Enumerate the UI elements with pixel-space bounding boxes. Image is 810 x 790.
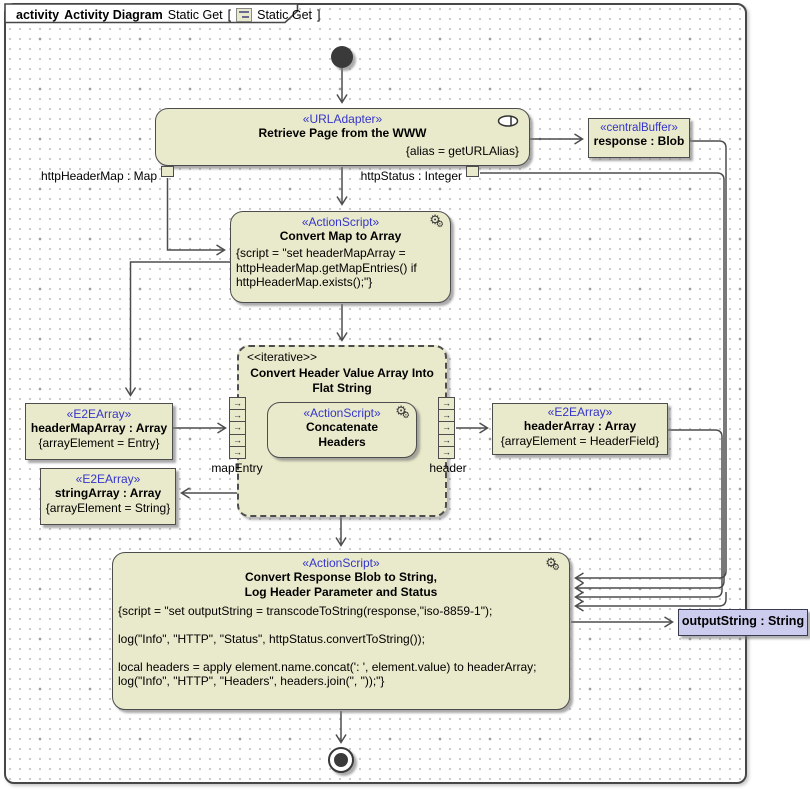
parameter-name: outputString : String xyxy=(681,614,805,628)
final-node-dot xyxy=(334,753,348,767)
expansion-cell: → xyxy=(233,446,242,457)
action-script: {script = "set outputString = transcodeT… xyxy=(118,604,537,688)
stereotype-label: «ActionScript» xyxy=(301,215,380,229)
expansion-cell: → xyxy=(442,446,451,457)
expansion-node-output[interactable]: → → → → → xyxy=(438,397,455,459)
object-headerarray[interactable]: «E2EArray» headerArray : Array {arrayEle… xyxy=(492,403,668,455)
action-name: Concatenate Headers xyxy=(305,420,379,449)
buffer-name: response : Blob xyxy=(593,134,685,148)
expansion-cell: → xyxy=(230,398,245,411)
gears-icon: ⚙⚙ xyxy=(545,555,560,572)
action-name: Convert Map to Array xyxy=(279,229,402,243)
region-name: Convert Header Value Array Into Flat Str… xyxy=(250,366,434,395)
object-name: headerMapArray : Array xyxy=(30,421,168,435)
tab-keyword: activity xyxy=(16,8,60,22)
action-retrieve-page[interactable]: «URLAdapter» Retrieve Page from the WWW … xyxy=(155,108,530,166)
expansion-cell: → xyxy=(439,435,454,447)
gears-icon: ⚙⚙ xyxy=(429,212,444,229)
expansion-cell: → xyxy=(230,410,245,423)
object-constraint: {arrayElement = String} xyxy=(45,501,171,515)
gears-icon: ⚙⚙ xyxy=(395,403,410,420)
url-adapter-icon xyxy=(497,115,519,127)
initial-node[interactable] xyxy=(331,46,353,68)
object-stringarray[interactable]: «E2EArray» stringArray : Array {arrayEle… xyxy=(40,468,176,525)
action-convert-map-to-array[interactable]: «ActionScript» Convert Map to Array {scr… xyxy=(230,211,451,303)
stereotype-label: «centralBuffer» xyxy=(600,122,678,134)
stereotype-label: «ActionScript» xyxy=(302,556,380,570)
action-name: Retrieve Page from the WWW xyxy=(258,126,427,140)
pin-httpstatus[interactable] xyxy=(466,166,479,177)
action-concatenate-headers[interactable]: «ActionScript» Concatenate Headers ⚙⚙ xyxy=(267,402,417,458)
action-script: {script = "set headerMapArray = httpHead… xyxy=(236,246,417,289)
action-constraint: {alias = getURLAlias} xyxy=(405,144,519,158)
tab-outline xyxy=(4,3,299,24)
action-name: Convert Response Blob to String, Log Hea… xyxy=(244,570,438,599)
stereotype-label: «E2EArray» xyxy=(547,405,613,419)
object-name: stringArray : Array xyxy=(54,486,162,500)
stereotype-label: «ActionScript» xyxy=(303,406,381,420)
tab-frame-name: Static Get xyxy=(257,8,313,22)
activity-diagram-icon xyxy=(236,8,253,22)
stereotype-label: «E2EArray» xyxy=(66,407,132,421)
expansion-cell: → xyxy=(439,410,454,423)
object-constraint: {arrayElement = HeaderField} xyxy=(500,434,660,448)
tab-diagram-name: Static Get xyxy=(167,8,223,22)
region-stereotype: <<iterative>> xyxy=(247,350,318,364)
action-convert-response-blob[interactable]: «ActionScript» Convert Response Blob to … xyxy=(112,552,570,710)
expansion-cell: → xyxy=(230,422,245,435)
expansion-cell: → xyxy=(439,398,454,411)
tab-bracket-open: [ xyxy=(227,8,232,22)
activity-final-node[interactable] xyxy=(328,747,354,773)
object-name: headerArray : Array xyxy=(523,419,637,433)
pin-httpstatus-label: httpStatus : Integer xyxy=(360,169,462,183)
parameter-outputstring[interactable]: outputString : String xyxy=(678,609,808,636)
expansion-output-label: header xyxy=(429,461,467,475)
tab-diagram-type: Activity Diagram xyxy=(64,8,163,22)
object-constraint: {arrayElement = Entry} xyxy=(38,436,160,450)
pin-httpheadermap-label: httpHeaderMap : Map xyxy=(40,169,157,183)
expansion-cell: → xyxy=(230,435,245,447)
stereotype-label: «URLAdapter» xyxy=(302,112,383,126)
tab-bracket-close: ] xyxy=(317,8,321,22)
frame-title-tab: activity Activity Diagram Static Get [ S… xyxy=(4,3,321,24)
expansion-input-label: mapEntry xyxy=(211,461,263,475)
pin-httpheadermap[interactable] xyxy=(161,166,174,177)
expansion-node-input[interactable]: → → → → → xyxy=(229,397,246,459)
object-headermaparray[interactable]: «E2EArray» headerMapArray : Array {array… xyxy=(25,403,173,460)
expansion-cell: → xyxy=(439,422,454,435)
centralbuffer-response[interactable]: «centralBuffer» response : Blob xyxy=(588,118,690,158)
stereotype-label: «E2EArray» xyxy=(75,472,141,486)
